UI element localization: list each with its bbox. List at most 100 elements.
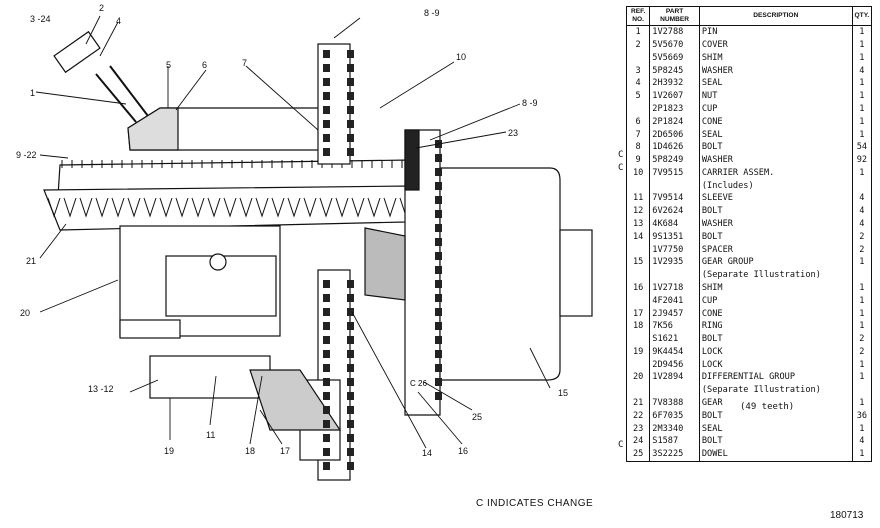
bolt-icon (435, 378, 442, 386)
table-header-row: REF. NO. PART NUMBER DESCRIPTION QTY. (625, 6, 873, 26)
change-note: C INDICATES CHANGE (476, 498, 594, 509)
bolt-icon (323, 350, 330, 358)
callout-11: 11 (206, 430, 216, 440)
callout-8-9a: 8 -9 (424, 8, 440, 18)
callout-14: 14 (422, 448, 433, 458)
bolt-icon (323, 336, 330, 344)
part-number-cell (649, 179, 700, 193)
ref-cell: 2 (625, 38, 651, 52)
ref-cell: 24 (625, 435, 651, 448)
qty-cell: 1 (851, 166, 873, 180)
bolt-icon (347, 420, 354, 428)
bolt-icon (435, 364, 442, 372)
part-number-cell: 2D9456 (649, 358, 700, 372)
part-number-cell (649, 383, 700, 397)
gear-tooth (287, 197, 301, 218)
description-cell: (Separate Illustration) (698, 383, 853, 397)
bolt-icon (435, 154, 442, 162)
ref-cell: 4 (625, 77, 651, 90)
ref-cell (625, 102, 651, 116)
callout-9-22: 9 -22 (16, 150, 37, 160)
description-cell: CONE (698, 115, 853, 129)
description-cell: SEAL (698, 77, 853, 90)
ref-cell: 22 (625, 409, 651, 423)
part-number-cell: 1V2894 (649, 371, 700, 384)
bolt-icon (323, 448, 330, 456)
qty-cell: 1 (851, 281, 873, 295)
callout-20: 20 (20, 308, 31, 318)
qty-cell: 1 (851, 256, 873, 269)
part-number-cell: 1V2788 (649, 25, 700, 39)
bolt-icon (435, 336, 442, 344)
qty-cell: 1 (851, 422, 873, 436)
qty-cell: 1 (851, 89, 873, 103)
bolt-icon (347, 280, 354, 288)
qty-cell: 1 (851, 25, 873, 39)
description-cell: SEAL (698, 422, 853, 436)
part-number-cell: 5P8245 (649, 64, 700, 78)
description-cell: WASHER (698, 153, 853, 167)
gear-tooth (159, 197, 173, 218)
gear-tooth (367, 197, 381, 218)
bolt-icon (435, 168, 442, 176)
bolt-icon (323, 134, 330, 142)
qty-cell: 2 (851, 332, 873, 346)
callout-6: 6 (202, 60, 208, 70)
bolt-icon (323, 92, 330, 100)
gear-tooth (95, 197, 109, 218)
bolt-icon (323, 420, 330, 428)
qty-cell: 2 (851, 243, 873, 257)
callout-18: 18 (245, 446, 256, 456)
part-number-cell: S1621 (649, 332, 700, 346)
gear-tooth (303, 197, 317, 218)
part-number-cell: 4K684 (649, 217, 700, 231)
bolt-icon (323, 378, 330, 386)
ref-cell: 19 (625, 345, 651, 359)
qty-cell: 1 (851, 307, 873, 320)
callout-10: 10 (456, 52, 467, 62)
gear-tooth (319, 197, 333, 218)
bolt-icon (323, 434, 330, 442)
part-number-cell: 1V2607 (649, 89, 700, 103)
bolt-icon (347, 406, 354, 414)
callout-1: 1 (30, 88, 36, 98)
bolt-icon (323, 462, 330, 470)
description-cell: NUT (698, 89, 853, 103)
header-qty: QTY. (851, 6, 873, 26)
gear-tooth (111, 197, 125, 218)
drawing-label: C 26 (410, 379, 427, 388)
bolt-icon (347, 336, 354, 344)
bolt-icon (435, 182, 442, 190)
gear-tooth (63, 197, 77, 218)
part-number-cell: 2D6506 (649, 128, 700, 142)
header-part-number: PART NUMBER (649, 6, 700, 26)
description-cell: (Includes) (698, 179, 853, 193)
bolt-icon (323, 120, 330, 128)
qty-cell: 4 (851, 64, 873, 78)
description-cell: PIN (698, 25, 853, 39)
gear-tooth (335, 197, 349, 218)
part-number-cell: 2J9457 (649, 307, 700, 320)
ref-cell (625, 243, 651, 257)
gear-tooth (271, 197, 285, 218)
qty-cell: 1 (851, 102, 873, 116)
callout-4: 4 (116, 16, 122, 26)
description-cell: RING (698, 320, 853, 333)
qty-cell: 1 (851, 128, 873, 142)
bolt-icon (347, 120, 354, 128)
part-number-cell: 5V5669 (649, 51, 700, 65)
ref-cell: 18 (625, 320, 651, 333)
callout-13-12: 13 -12 (88, 384, 114, 394)
description-cell: WASHER (698, 217, 853, 231)
description-cell: COVER (698, 38, 853, 52)
description-cell: DIFFERENTIAL GROUP (698, 371, 853, 384)
bolt-icon (435, 266, 442, 274)
qty-cell: 4 (851, 217, 873, 231)
